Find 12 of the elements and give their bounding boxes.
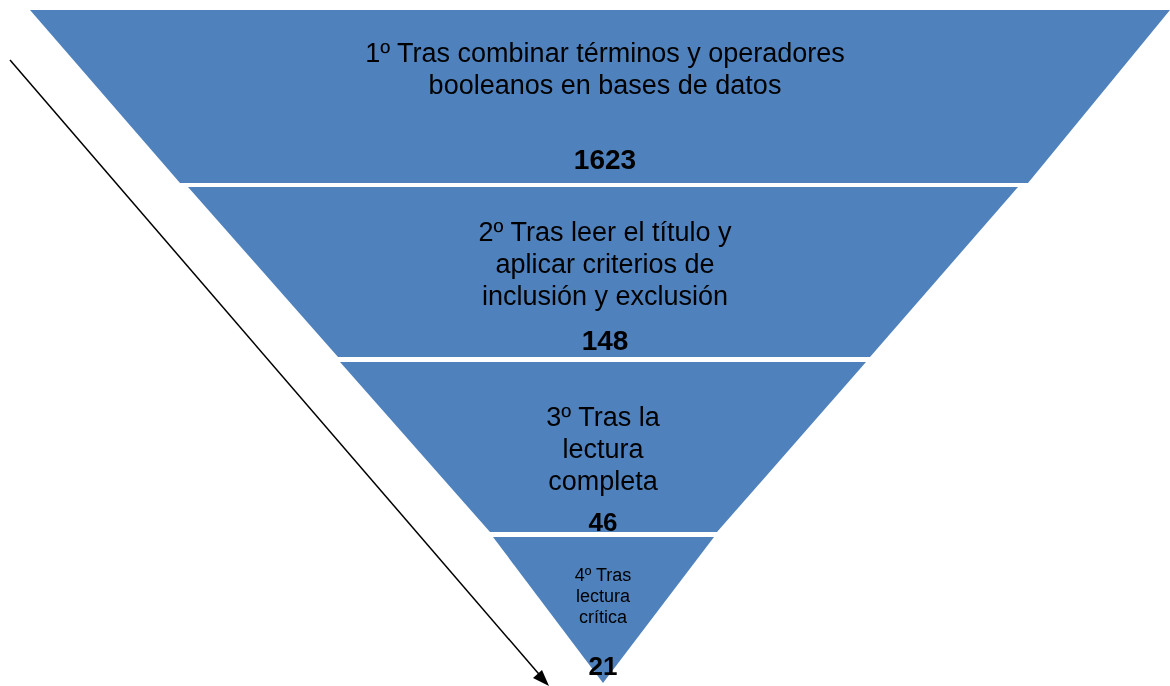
record-count: 148 — [580, 325, 630, 357]
funnel-band — [340, 362, 866, 532]
stage-label: 3º Tras la lectura completa — [545, 402, 661, 498]
record-count: 1623 — [572, 144, 638, 176]
funnel-band — [30, 10, 1170, 183]
funnel-band — [188, 187, 1018, 357]
funnel-tip — [493, 537, 714, 683]
record-count: 21 — [587, 651, 619, 682]
stage-label: 2º Tras leer el título y aplicar criterios de inclusión y exclusión — [477, 217, 733, 313]
stage-label: 4º Tras lectura crítica — [573, 565, 633, 629]
stage-label: 1º Tras combinar términos y operadores booleanos en bases de datos — [364, 38, 846, 102]
record-count: 46 — [587, 507, 619, 538]
